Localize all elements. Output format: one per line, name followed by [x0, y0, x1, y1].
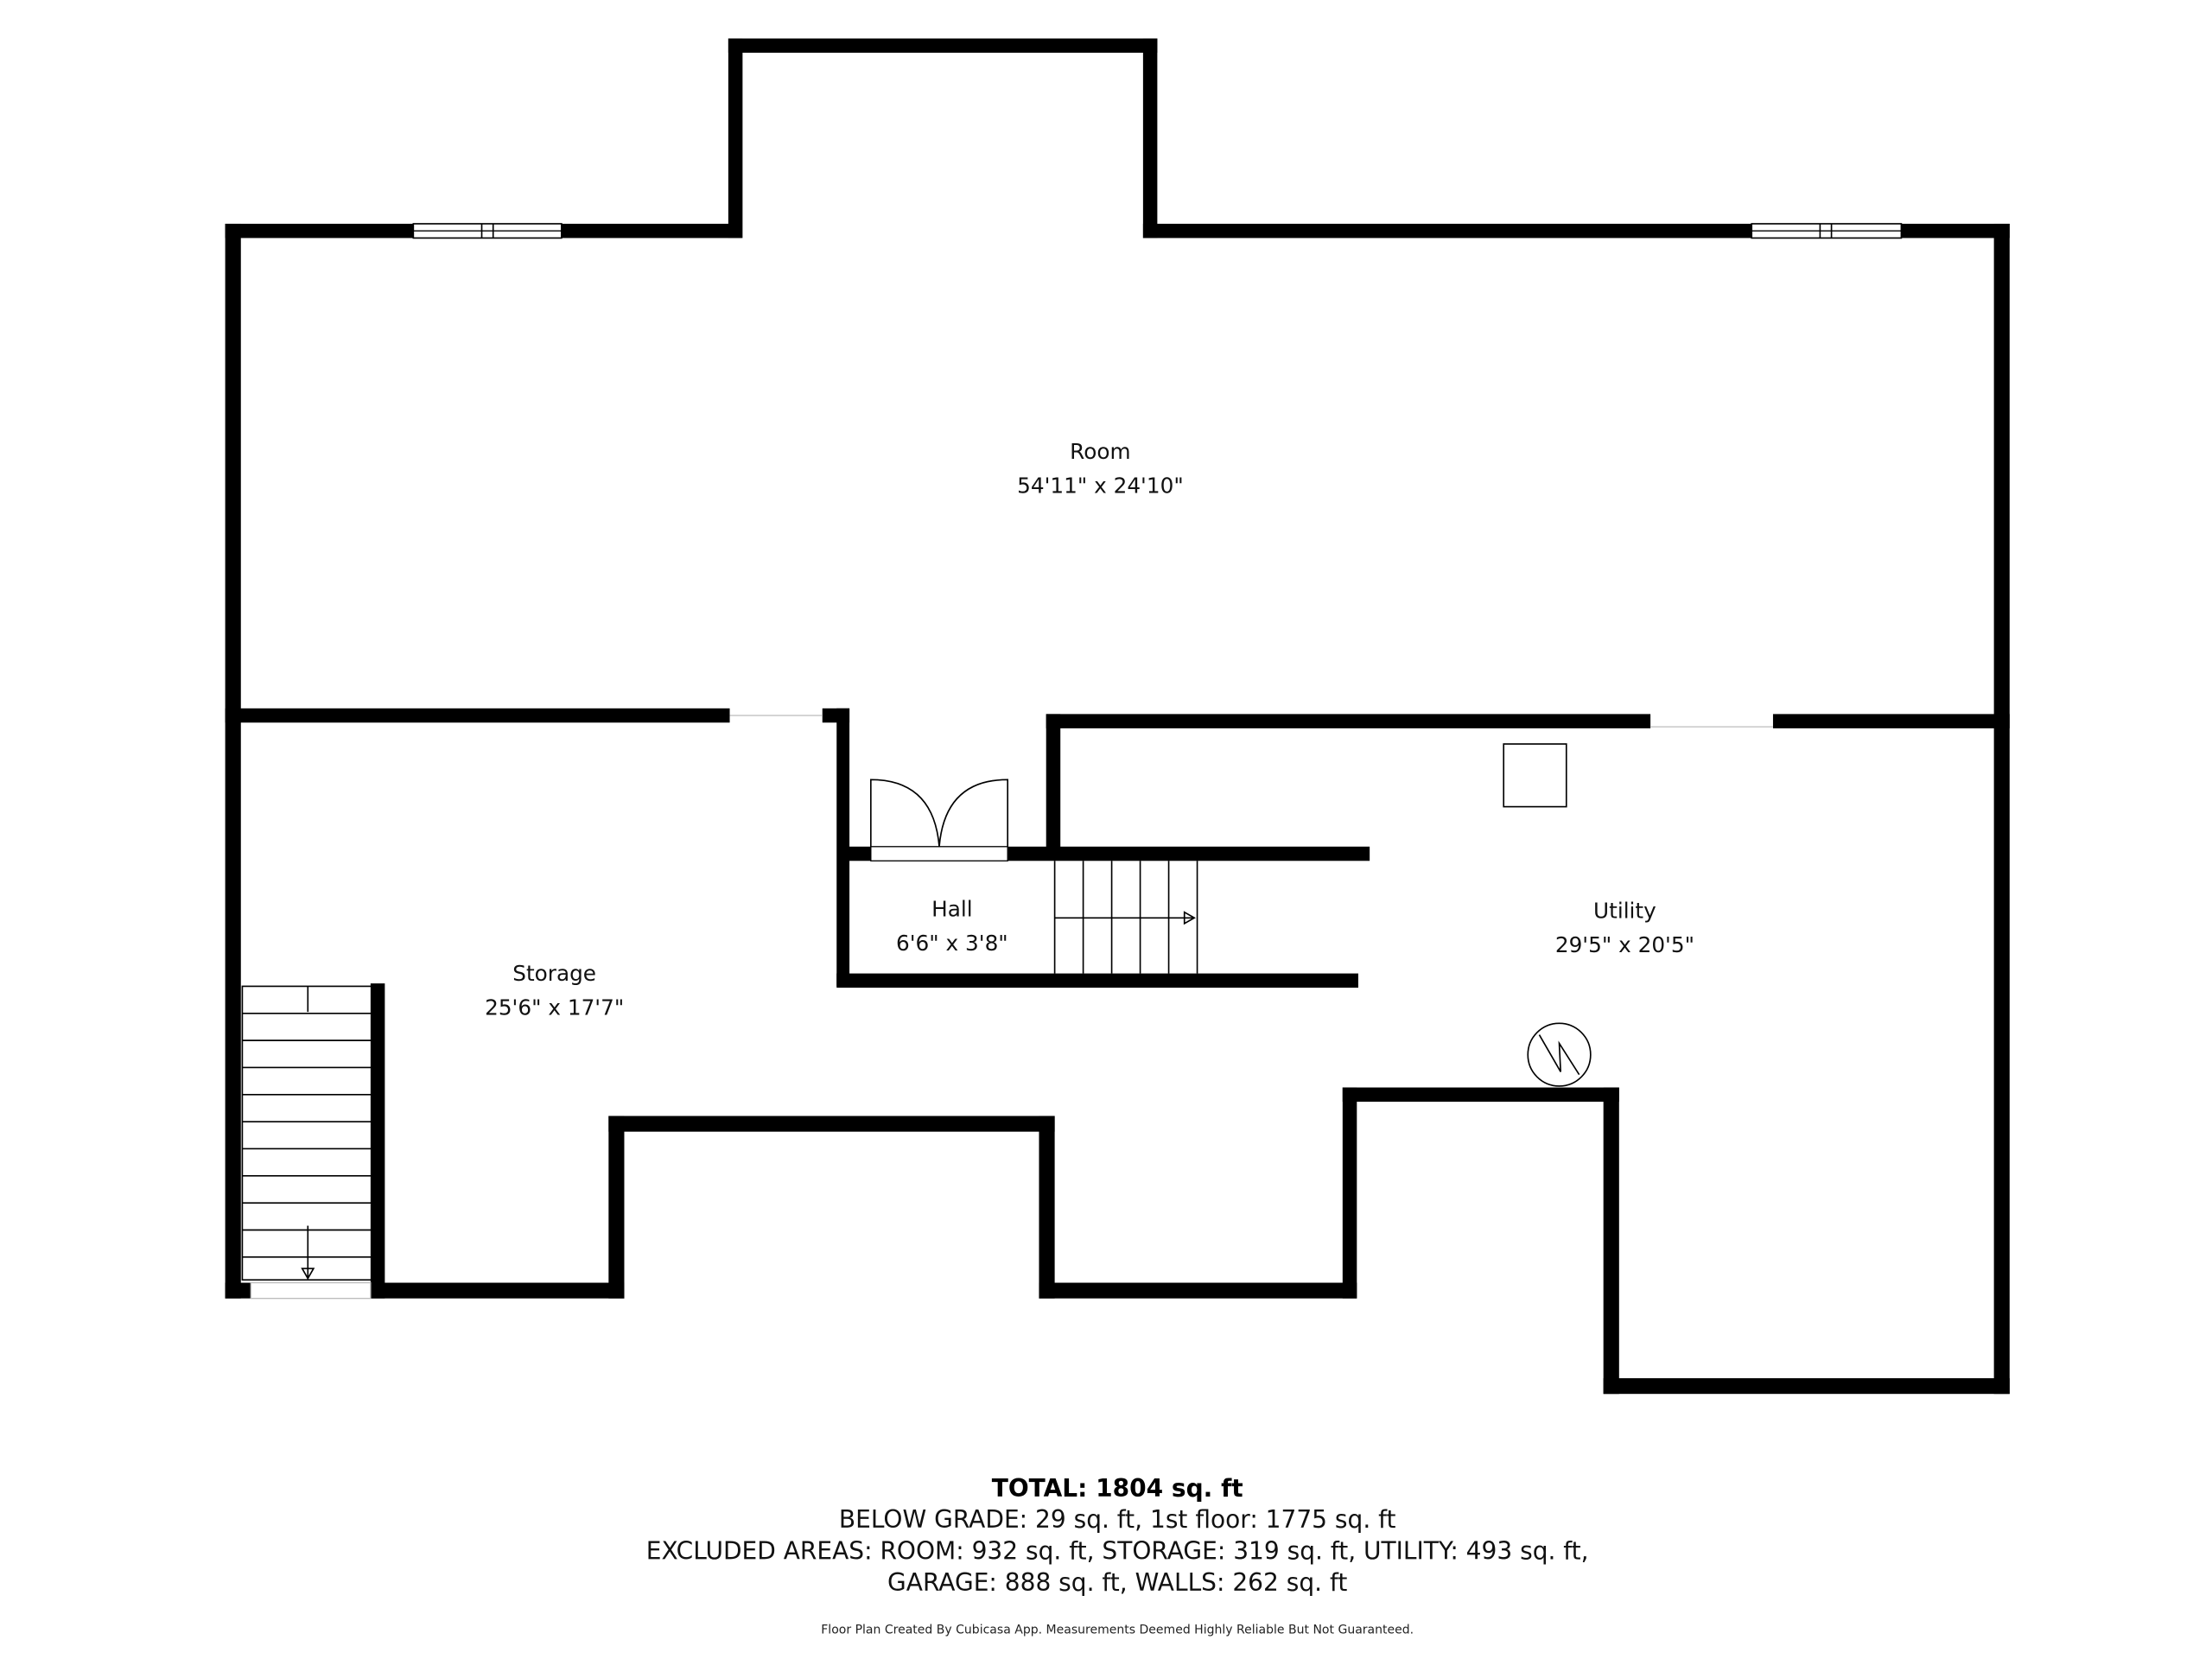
water-heater-icon: [1527, 1022, 1592, 1087]
utility-name: Utility: [1593, 898, 1656, 923]
storage-stairs: [241, 985, 374, 1281]
doors: [250, 715, 1773, 1300]
storage-name: Storage: [512, 961, 596, 986]
utility-fixture: [1503, 743, 1567, 808]
area-line-3: GARAGE: 888 sq. ft, WALLS: 262 sq. ft: [887, 1568, 1347, 1597]
windows: [412, 223, 1903, 239]
disclaimer: Floor Plan Created By Cubicasa App. Meas…: [821, 1623, 1414, 1637]
storage-dims: 25'6" x 17'7": [485, 995, 624, 1020]
hall-name: Hall: [931, 897, 973, 922]
hall-stairs: [1053, 861, 1198, 974]
area-line-2: EXCLUDED AREAS: ROOM: 932 sq. ft, STORAG…: [646, 1537, 1589, 1566]
total-area: TOTAL: 1804 sq. ft: [992, 1474, 1243, 1503]
walls: [225, 38, 2010, 1395]
hall-dims: 6'6" x 3'8": [896, 931, 1008, 956]
room-name: Room: [1070, 439, 1130, 464]
area-line-1: BELOW GRADE: 29 sq. ft, 1st floor: 1775 …: [839, 1505, 1396, 1534]
utility-dims: 29'5" x 20'5": [1555, 932, 1694, 957]
room-dims: 54'11" x 24'10": [1017, 474, 1184, 499]
